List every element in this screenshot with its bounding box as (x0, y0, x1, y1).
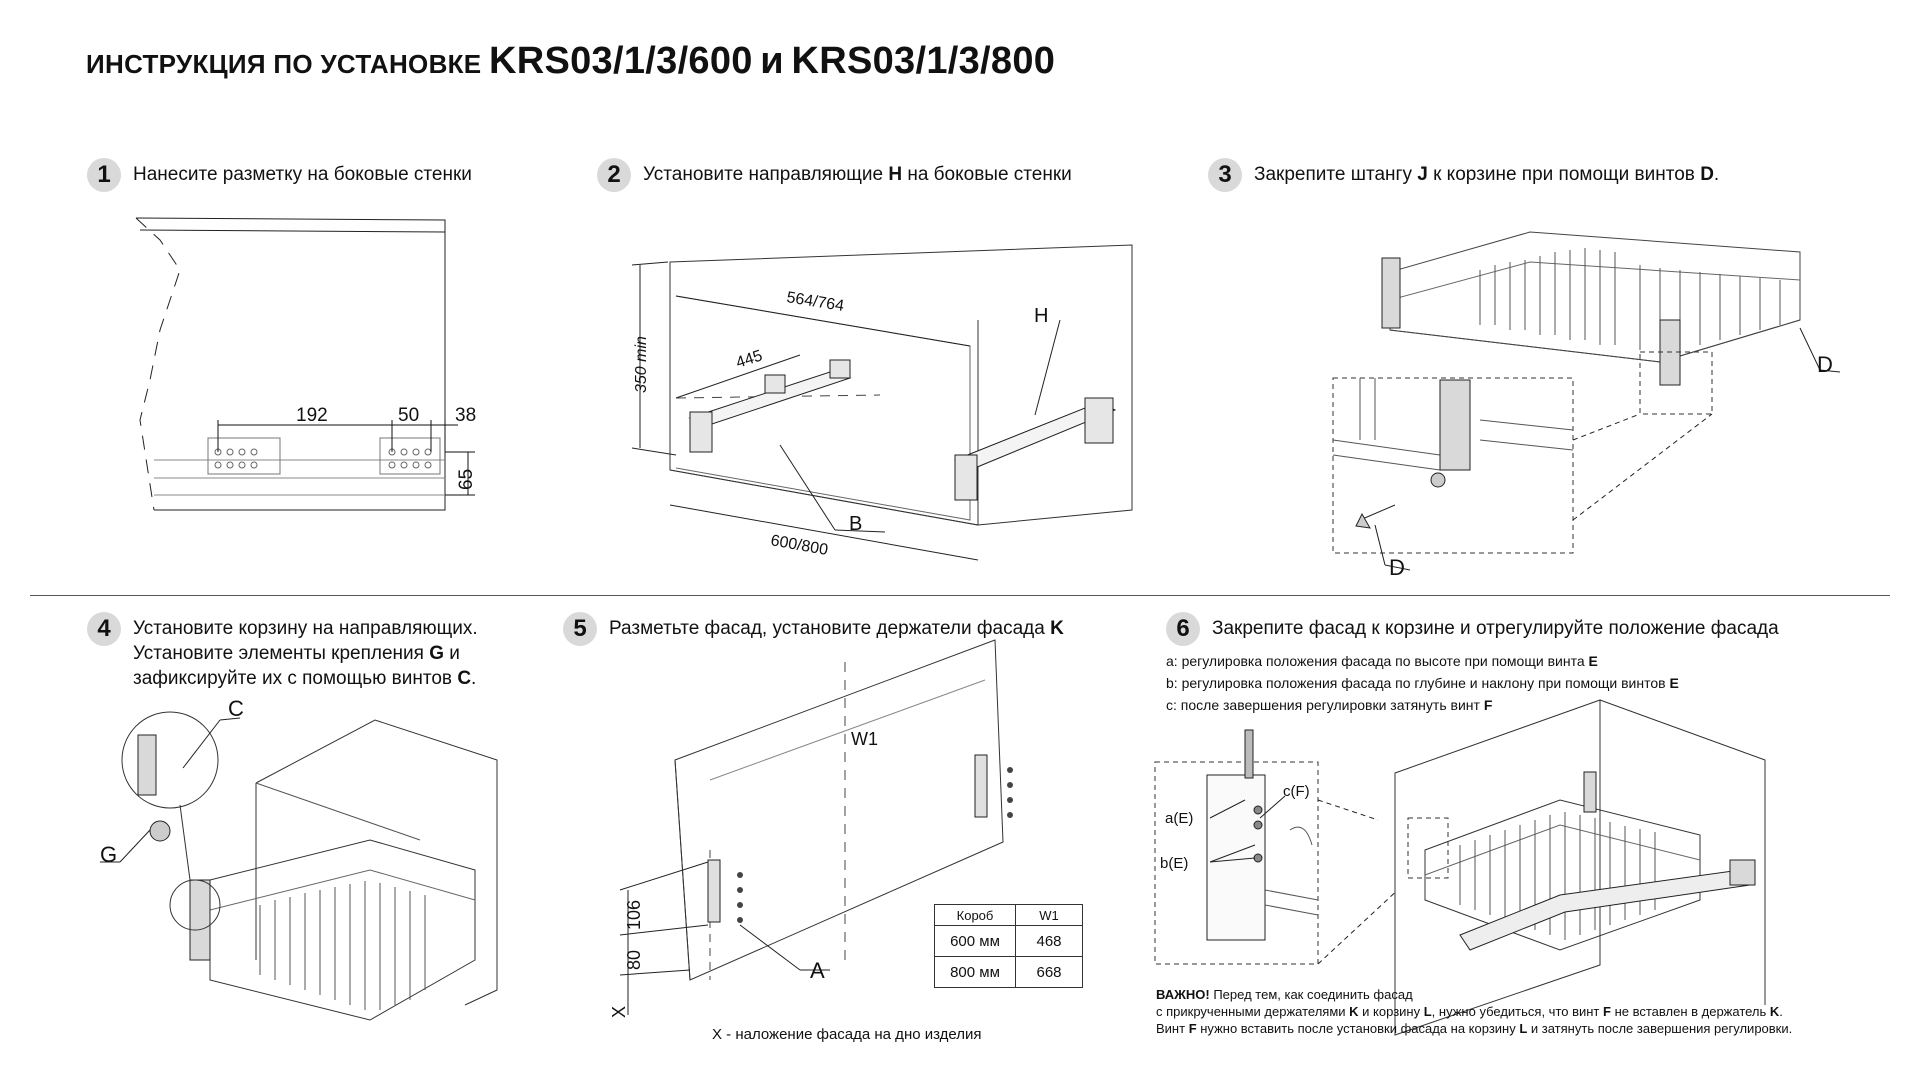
fig1-dim-65: 65 (456, 469, 477, 490)
fig6-note-c: c: после завершения регулировки затянуть… (1166, 697, 1493, 713)
step-6-badge: 6 (1166, 612, 1200, 646)
page-title: ИНСТРУКЦИЯ ПО УСТАНОВКЕ KRS03/1/3/600 и … (86, 40, 1055, 83)
fig5-label-a: A (810, 958, 825, 983)
fig5-label-x: X (609, 1006, 629, 1018)
fig6-assembly: a(E) b(E) c(F) (1154, 699, 1766, 1036)
table-cell: 600 мм (934, 925, 1016, 957)
table-cell: 800 мм (934, 956, 1016, 988)
fig1-dim-50: 50 (398, 405, 419, 426)
fig2-dim-564: 564/764 (785, 289, 845, 315)
table-header: Короб (934, 904, 1016, 926)
fig6-note-b: b: регулировка положения фасада по глуби… (1166, 675, 1679, 691)
fig3-basket: D D (1332, 231, 1841, 580)
fig3-label-d1: D (1817, 352, 1833, 377)
title-conj: и (760, 40, 784, 82)
fig5-caption: X - наложение фасада на дно изделия (712, 1026, 982, 1043)
step-1-heading: 1 Нанесите разметку на боковые стенки (87, 158, 472, 192)
step-2-text: Установите направляющие H на боковые сте… (643, 164, 1072, 185)
fig2-dim-height: 350 min (633, 336, 650, 393)
fig6-label-bE: b(E) (1160, 855, 1188, 872)
step-4-heading: 4 Установите корзину на направляющих. Ус… (87, 612, 478, 691)
fig2-dim-600: 600/800 (769, 532, 829, 559)
fig5-label-w1: W1 (851, 729, 878, 749)
step-6-heading: 6 Закрепите фасад к корзине и отрегулиру… (1166, 612, 1779, 646)
fig2-label-b: B (849, 513, 862, 535)
step-3-text: Закрепите штангу J к корзине при помощи … (1254, 164, 1720, 185)
step-2-badge: 2 (597, 158, 631, 192)
fig5-w1-table: Короб W1 600 мм 468 800 мм 668 (934, 904, 1083, 988)
fig2-label-h: H (1034, 305, 1048, 327)
fig4-label-c: C (228, 696, 244, 721)
step-3-badge: 3 (1208, 158, 1242, 192)
fig2-dim-445: 445 (734, 347, 765, 371)
fig5-dim-80: 80 (624, 950, 644, 970)
fig5-facade: W1 106 80 X A (609, 639, 1013, 1018)
title-model-a: KRS03/1/3/600 (488, 40, 753, 82)
fig6-label-cF: c(F) (1283, 783, 1310, 800)
step-5-heading: 5 Разметьте фасад, установите держатели … (563, 612, 1064, 646)
table-cell: 668 (1015, 956, 1083, 988)
fig6-note-a: a: регулировка положения фасада по высот… (1166, 653, 1598, 669)
fig4-basket-in-cabinet: C G (100, 696, 498, 1021)
step-3-heading: 3 Закрепите штангу J к корзине при помощ… (1208, 158, 1719, 192)
step-4-badge: 4 (87, 612, 121, 646)
fig4-label-g: G (100, 842, 117, 867)
step-5-text: Разметьте фасад, установите держатели фа… (609, 618, 1064, 639)
fig1-dim-38: 38 (455, 405, 476, 426)
table-cell: 468 (1015, 925, 1083, 957)
step-1-badge: 1 (87, 158, 121, 192)
fig5-dim-106: 106 (624, 900, 644, 930)
fig1-side-wall: 192 50 38 65 (135, 217, 477, 511)
fig1-dim-192: 192 (296, 405, 328, 426)
fig6-label-aE: a(E) (1165, 810, 1193, 827)
fig6-important-note: ВАЖНО! Перед тем, как соединить фасад с … (1156, 987, 1793, 1036)
fig3-label-d2: D (1389, 555, 1405, 580)
title-prefix: ИНСТРУКЦИЯ ПО УСТАНОВКЕ (86, 49, 482, 79)
section-divider (30, 595, 1890, 596)
step-4-text: Установите корзину на направляющих. Уста… (133, 618, 478, 689)
title-model-b: KRS03/1/3/800 (791, 40, 1056, 82)
step-5-badge: 5 (563, 612, 597, 646)
step-2-heading: 2 Установите направляющие H на боковые с… (597, 158, 1072, 192)
step-6-text: Закрепите фасад к корзине и отрегулируйт… (1212, 618, 1779, 639)
step-1-text: Нанесите разметку на боковые стенки (133, 164, 472, 185)
table-header: W1 (1015, 904, 1083, 926)
fig2-cabinet: H B 350 min 564/764 445 600/800 (631, 244, 1133, 561)
